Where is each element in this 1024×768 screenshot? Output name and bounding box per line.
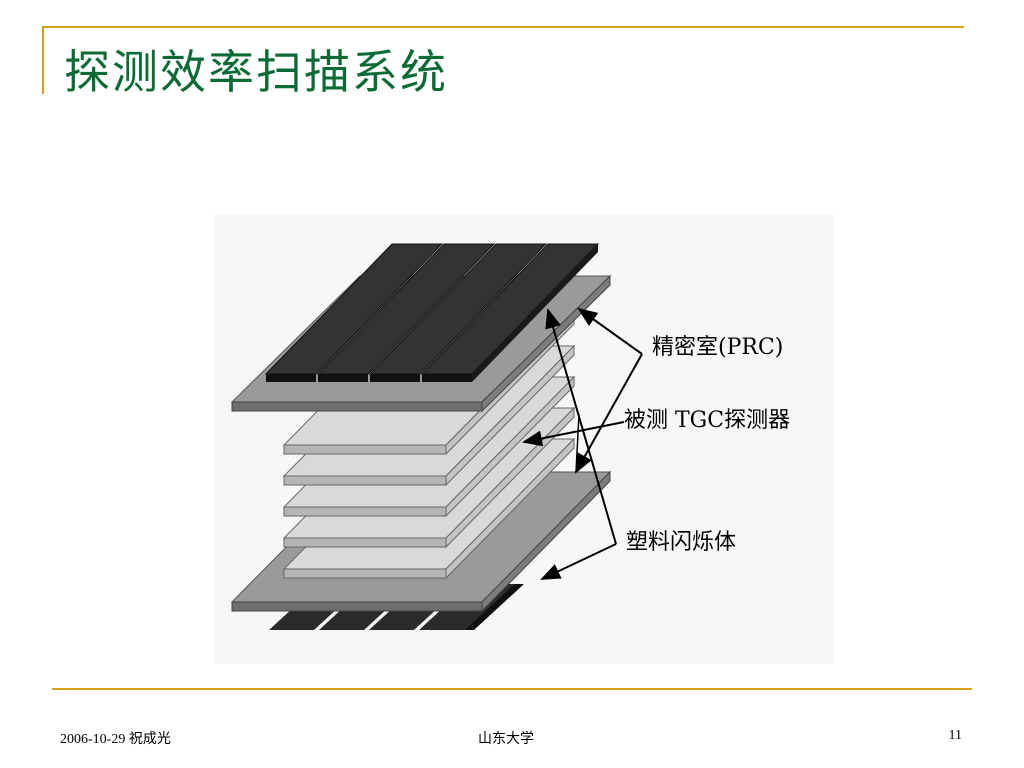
- title-accent-horizontal: [42, 26, 964, 28]
- label-tgc: 被测 TGC探测器: [624, 408, 790, 433]
- label-scintillator: 塑料闪烁体: [626, 530, 736, 555]
- top-scintillator-bars: [264, 243, 600, 382]
- label-prc: 精密室(PRC): [652, 335, 783, 360]
- footer-page-number: 11: [948, 728, 962, 743]
- tgc-arrows: [522, 421, 625, 447]
- slide-title: 探测效率扫描系统: [64, 45, 448, 99]
- footer-institution: 山东大学: [478, 732, 534, 747]
- title-accent-vertical: [42, 26, 44, 94]
- footer-date-author: 2006-10-29 祝成光: [60, 732, 171, 747]
- detector-diagram: 精密室(PRC) 被测 TGC探测器 塑料闪烁体: [214, 214, 834, 664]
- footer-divider: [52, 688, 972, 690]
- prc-arrows: [575, 307, 643, 474]
- scintillator-arrows: [540, 308, 617, 580]
